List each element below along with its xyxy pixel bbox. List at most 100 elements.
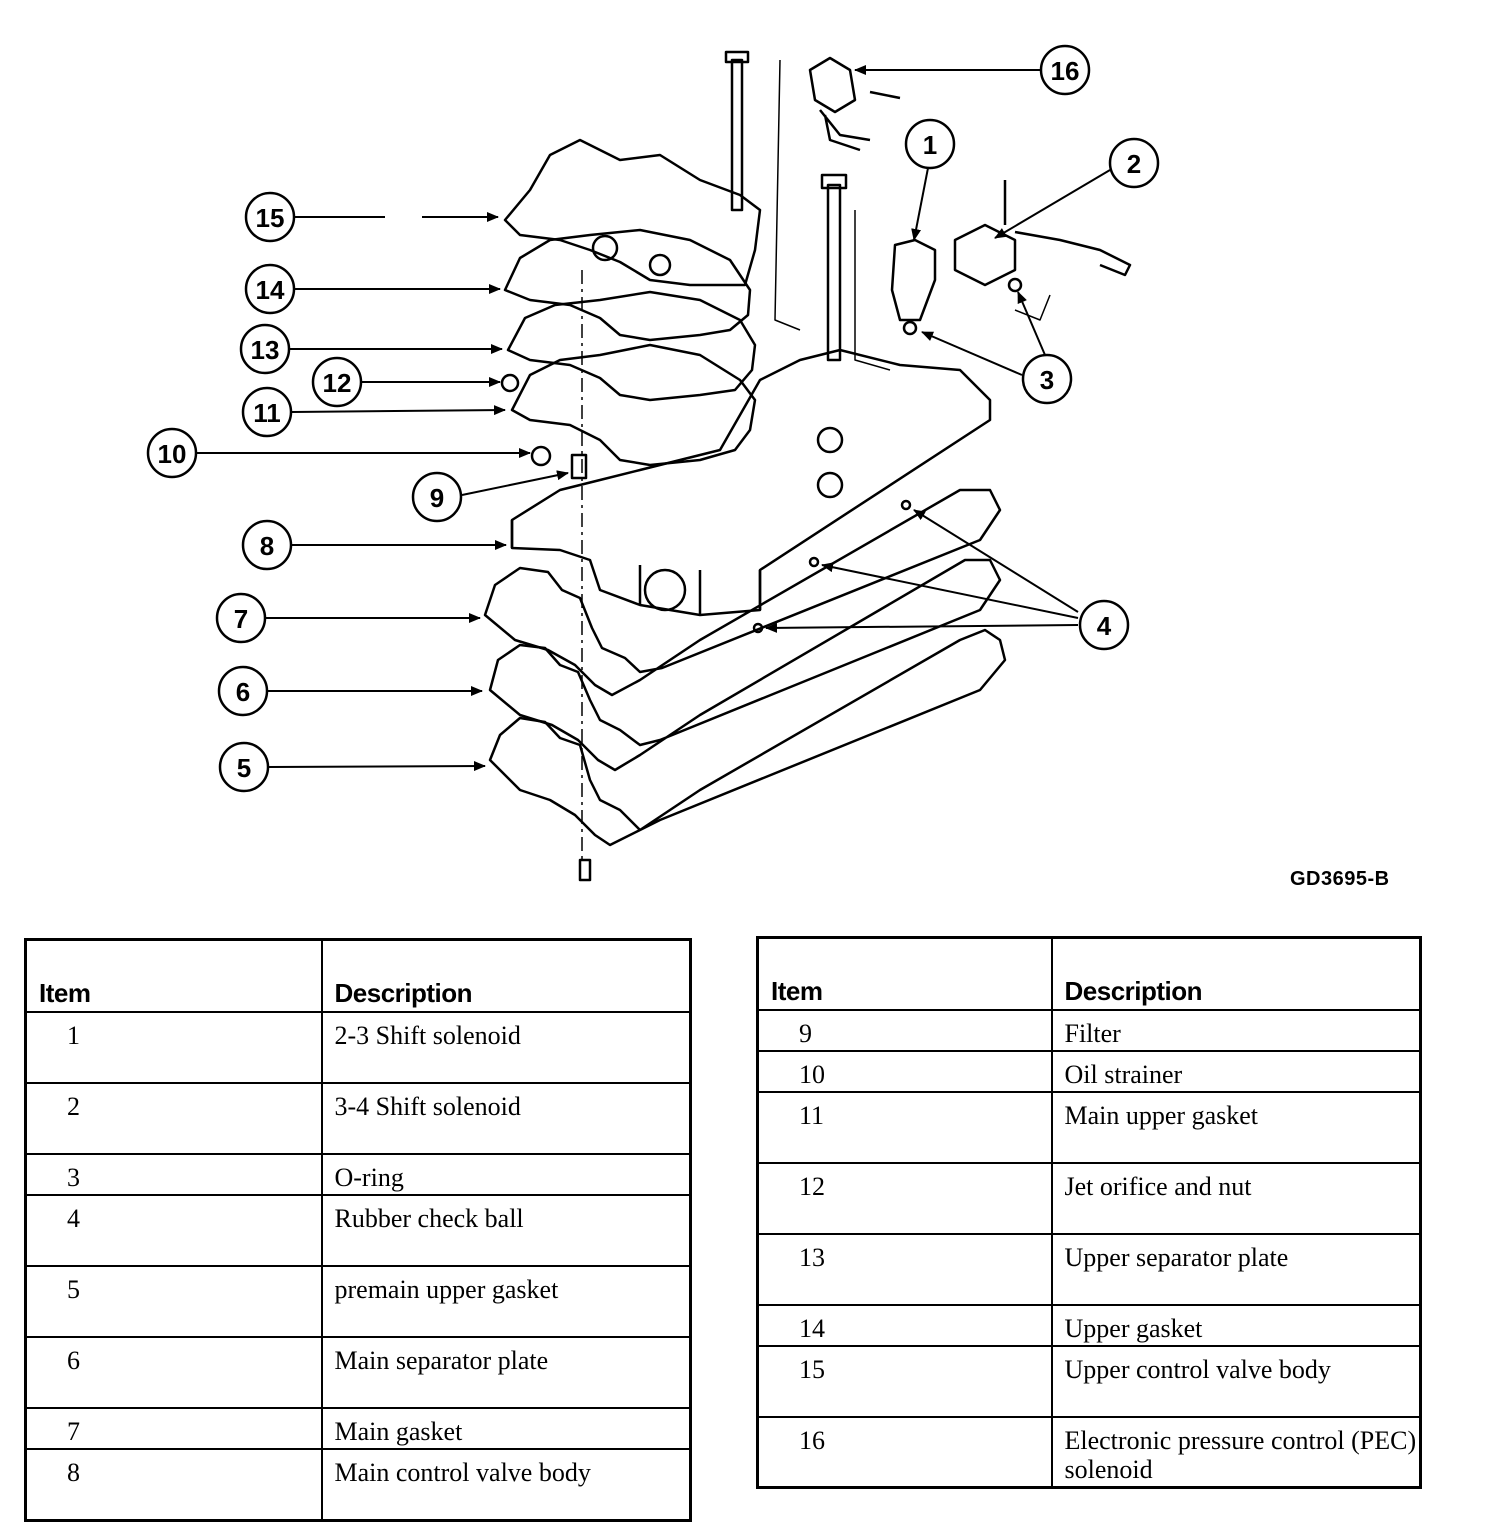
callout-12-circle <box>311 356 363 408</box>
table-right-header-item: Item <box>756 936 1053 1011</box>
leader-4b <box>821 562 1079 619</box>
leader-2 <box>994 169 1111 239</box>
row-desc: Upper control valve body <box>1050 1344 1422 1418</box>
row-item: 14 <box>756 1303 1053 1347</box>
row-desc: Upper separator plate <box>1050 1232 1422 1306</box>
row-item: 13 <box>756 1232 1053 1306</box>
row-desc: 3-4 Shift solenoid <box>320 1081 692 1155</box>
row-item: 15 <box>756 1344 1053 1418</box>
row-item: 5 <box>24 1264 323 1338</box>
main-gasket-part <box>483 488 1002 697</box>
legend-table-left: Item Description 1 2-3 Shift solenoid 2 … <box>24 938 692 1522</box>
callout-9: 9 <box>430 483 444 513</box>
callout-1: 1 <box>923 130 937 160</box>
shift-solenoid-34-part <box>953 223 1017 287</box>
callout-11-circle <box>241 386 293 438</box>
upper-separator-plate-part <box>506 290 757 402</box>
row-desc: Jet orifice and nut <box>1050 1161 1422 1235</box>
leader-1 <box>911 167 929 241</box>
callout-2-circle <box>1108 137 1160 189</box>
callout-13: 13 <box>251 335 280 365</box>
table-row: 4 Rubber check ball <box>24 1193 692 1267</box>
table-row: 13 Upper separator plate <box>756 1232 1422 1306</box>
callout-9-circle <box>411 471 463 523</box>
callout-15: 15 <box>256 203 285 233</box>
shift-solenoid-23-part <box>890 238 937 322</box>
callout-4: 4 <box>1097 611 1112 641</box>
row-desc: Upper gasket <box>1050 1303 1422 1347</box>
row-item: 7 <box>24 1406 323 1450</box>
table-row: 8 Main control valve body <box>24 1447 692 1522</box>
leader-4c <box>765 622 1079 633</box>
row-item: 3 <box>24 1152 323 1196</box>
table-row: 10 Oil strainer <box>756 1049 1422 1093</box>
table-row: 12 Jet orifice and nut <box>756 1161 1422 1235</box>
row-item: 10 <box>756 1049 1053 1093</box>
table-row: 5 premain upper gasket <box>24 1264 692 1338</box>
callout-16: 16 <box>1051 56 1080 86</box>
table-left-header-desc: Description <box>320 938 692 1013</box>
callout-13-circle <box>239 323 291 375</box>
callout-15-circle <box>244 191 296 243</box>
row-item: 1 <box>24 1010 323 1084</box>
pec-solenoid-part <box>808 56 857 114</box>
upper-gasket-part <box>503 228 752 342</box>
row-desc: Main upper gasket <box>1050 1090 1422 1164</box>
table-row: 11 Main upper gasket <box>756 1090 1422 1164</box>
leader-5 <box>268 761 486 772</box>
callout-5-circle <box>218 741 270 793</box>
row-desc: Filter <box>1050 1008 1422 1052</box>
leader-3b <box>1017 291 1046 356</box>
row-item: 9 <box>756 1008 1053 1052</box>
callout-12: 12 <box>323 368 352 398</box>
table-row: 6 Main separator plate <box>24 1335 692 1409</box>
callout-3: 3 <box>1040 365 1054 395</box>
row-desc: 2-3 Shift solenoid <box>320 1010 692 1084</box>
callout-4-circle <box>1078 599 1130 651</box>
callout-6-circle <box>217 665 269 717</box>
callout-10: 10 <box>158 439 187 469</box>
row-desc: Rubber check ball <box>320 1193 692 1267</box>
table-row: 2 3-4 Shift solenoid <box>24 1081 692 1155</box>
main-control-valve-body-part <box>510 348 992 617</box>
table-row: 3 O-ring <box>24 1152 692 1196</box>
callout-8-circle <box>241 519 293 571</box>
row-desc: premain upper gasket <box>320 1264 692 1338</box>
figure-id: GD3695-B <box>1290 868 1390 890</box>
table-row: 9 Filter <box>756 1008 1422 1052</box>
row-item: 11 <box>756 1090 1053 1164</box>
callout-5: 5 <box>237 753 251 783</box>
leader-4a <box>913 509 1079 613</box>
legend-table-right: Item Description 9 Filter 10 Oil straine… <box>756 936 1422 1489</box>
row-desc: Main gasket <box>320 1406 692 1450</box>
main-separator-plate-part <box>488 558 1002 772</box>
callout-11: 11 <box>253 398 281 428</box>
callout-8: 8 <box>260 531 274 561</box>
row-item: 4 <box>24 1193 323 1267</box>
table-row: 16 Electronic pressure control (PEC) sol… <box>756 1415 1422 1489</box>
exploded-valve-body-diagram: 15 14 13 12 11 10 9 8 7 6 5 16 1 2 3 4 <box>146 44 1160 882</box>
table-row: 7 Main gasket <box>24 1406 692 1450</box>
callout-14: 14 <box>256 275 285 305</box>
row-desc: Oil strainer <box>1050 1049 1422 1093</box>
premain-upper-gasket-part <box>488 628 1007 847</box>
row-desc: Main control valve body <box>320 1447 692 1522</box>
callout-14-circle <box>244 263 296 315</box>
callout-2: 2 <box>1127 149 1141 179</box>
row-item: 8 <box>24 1447 323 1522</box>
table-row: 1 2-3 Shift solenoid <box>24 1010 692 1084</box>
row-item: 16 <box>756 1415 1053 1489</box>
callout-7-circle <box>215 592 267 644</box>
callout-7: 7 <box>234 604 248 634</box>
leader-9 <box>461 470 569 496</box>
leader-3a <box>921 331 1023 376</box>
row-item: 6 <box>24 1335 323 1409</box>
row-desc: Main separator plate <box>320 1335 692 1409</box>
callout-1-circle <box>904 118 956 170</box>
row-desc: O-ring <box>320 1152 692 1196</box>
table-row: 14 Upper gasket <box>756 1303 1422 1347</box>
callout-16-circle <box>1039 44 1091 96</box>
upper-control-valve-body-part <box>503 138 762 287</box>
row-desc: Electronic pressure control (PEC) soleno… <box>1050 1415 1422 1489</box>
table-right-header-desc: Description <box>1050 936 1422 1011</box>
